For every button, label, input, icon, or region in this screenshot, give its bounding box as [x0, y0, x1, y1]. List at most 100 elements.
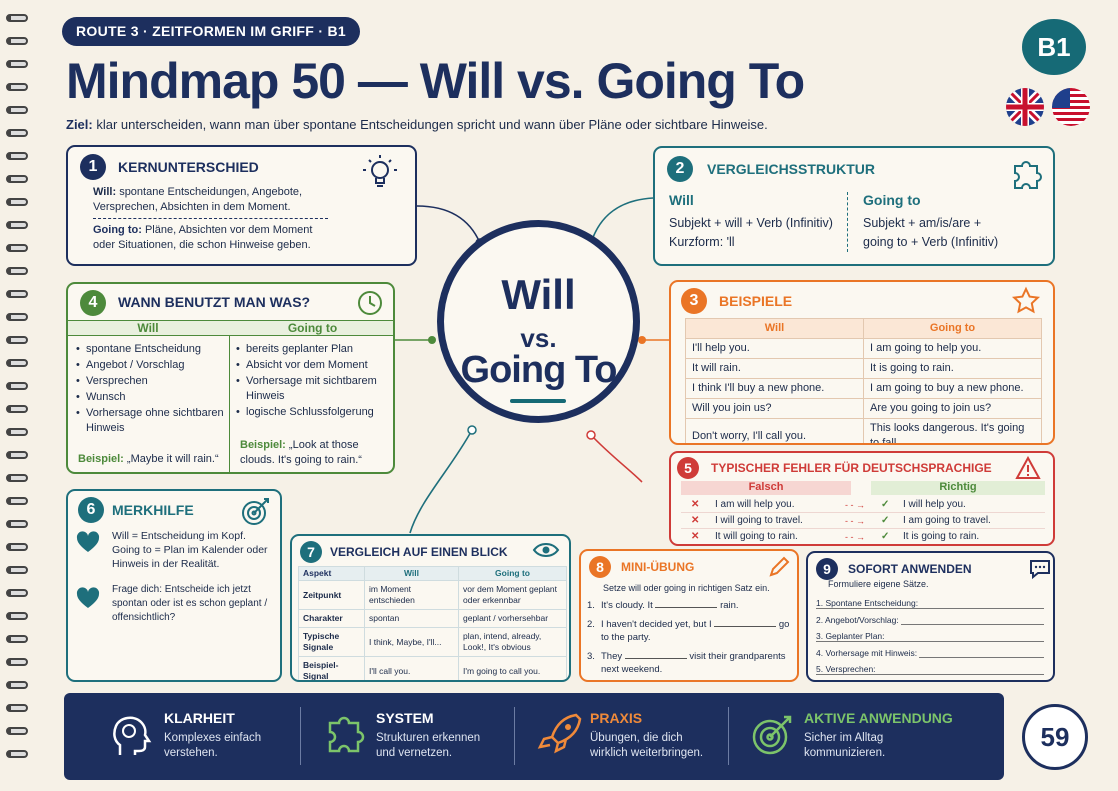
- will-example: I think I'll buy a new phone.: [685, 378, 864, 399]
- apply-items: 1. Spontane Entscheidung:2. Angebot/Vors…: [816, 595, 1052, 678]
- comparison-cell: Zeitpunkt: [298, 580, 365, 610]
- answer-blank[interactable]: [655, 607, 718, 608]
- going-structure-line2: going to + Verb (Infinitiv): [863, 235, 999, 249]
- head-right: Richtig: [871, 481, 1045, 495]
- section-title: SOFORT ANWENDEN: [848, 562, 972, 576]
- will-structure: Subjekt + will + Verb (Infinitiv) Kurzfo…: [669, 214, 833, 252]
- bullet: •: [76, 375, 80, 387]
- section-typische-fehler: 5 TYPISCHER FEHLER FÜR DEUTSCHSPRACHIGE …: [669, 451, 1055, 546]
- will-structure-line1: Subjekt + will + Verb (Infinitiv): [669, 216, 833, 230]
- comparison-head-cell: Going to: [458, 566, 567, 581]
- bullet: •: [76, 407, 80, 419]
- binding-ring: [6, 382, 28, 390]
- right-sentence: I will help you.: [903, 499, 966, 510]
- going-usage-list: •bereits geplanter Plan•Absicht vor dem …: [236, 342, 386, 421]
- exercise-number: 1.: [587, 600, 595, 611]
- footer-item-title: AKTIVE ANWENDUNG: [804, 710, 953, 726]
- section-number: 5: [677, 457, 699, 479]
- apply-item: 5. Versprechen:: [816, 661, 1052, 678]
- binding-ring: [6, 497, 28, 505]
- clock-icon: [358, 291, 382, 315]
- section-merkhilfe: 6 MERKHILFE Will = Entscheidung im Kopf.…: [66, 489, 282, 682]
- section-title: WANN BENUTZT MAN WAS?: [118, 294, 311, 310]
- going-example-text: „Look at those clouds. It's going to rai…: [240, 439, 362, 466]
- star-icon: [1011, 286, 1041, 314]
- comparison-head-cell: Aspekt: [298, 566, 365, 581]
- memory-tip: Will = Entscheidung im Kopf. Going to = …: [112, 530, 268, 570]
- right-sentence: It is going to rain.: [903, 531, 980, 542]
- binding-ring: [6, 267, 28, 275]
- binding-ring: [6, 405, 28, 413]
- target-icon: [242, 498, 269, 525]
- binding-ring: [6, 658, 28, 666]
- section-number: 6: [78, 497, 104, 523]
- apply-label: 5. Versprechen:: [816, 664, 878, 674]
- exercise-text-before: It's cloudy. It: [601, 600, 653, 611]
- binding-ring: [6, 175, 28, 183]
- page-title: Mindmap 50 — Will vs. Going To: [66, 53, 805, 109]
- error-row: ✕It will going to rain.- - →✓It is going…: [681, 529, 1045, 544]
- binding-ring: [6, 635, 28, 643]
- answer-line[interactable]: [816, 640, 1044, 642]
- center-line1: Will: [501, 271, 576, 318]
- comparison-head-cell: Will: [364, 566, 459, 581]
- section-title: VERGLEICHSSTRUKTUR: [707, 161, 876, 177]
- error-row: ✕I will going to travel.- - →✓I am going…: [681, 513, 1045, 529]
- going-example: Beispiel: „Look at those clouds. It's go…: [240, 438, 390, 468]
- binding-ring: [6, 83, 28, 91]
- section-title: MERKHILFE: [112, 502, 194, 518]
- target-icon: [750, 711, 798, 759]
- answer-blank[interactable]: [624, 658, 687, 659]
- rocket-icon: [536, 711, 584, 759]
- section-title: KERNUNTERSCHIED: [118, 159, 259, 175]
- section-title: BEISPIELE: [719, 293, 793, 309]
- examples-table: Will Going to I'll help you.I am going t…: [685, 318, 1042, 443]
- binding-ring: [6, 727, 28, 735]
- answer-line[interactable]: [816, 673, 1044, 675]
- comparison-cell: Typische Signale: [298, 627, 365, 657]
- goal-text: klar unterscheiden, wann man über sponta…: [96, 117, 768, 132]
- wrong-sentence: I will going to travel.: [715, 515, 803, 526]
- answer-blank[interactable]: [714, 626, 777, 627]
- exercise-number: 3.: [587, 651, 595, 662]
- pencil-icon: [769, 556, 790, 577]
- head-going: Going to: [287, 321, 338, 335]
- warning-icon: [1015, 456, 1041, 479]
- exercise-item: 3.They visit their grandparents next wee…: [587, 650, 793, 676]
- comparison-cell: im Moment entschieden: [364, 580, 459, 610]
- check-icon: ✓: [881, 515, 890, 526]
- answer-line[interactable]: [816, 657, 1044, 658]
- section-title: VERGLEICH AUF EINEN BLICK: [330, 545, 508, 559]
- exercise-instruction: Setze will oder going in richtigen Satz …: [603, 583, 770, 593]
- usage-item: •logische Schlussfolgerung: [236, 406, 374, 418]
- answer-line[interactable]: [816, 607, 1044, 609]
- binding-ring: [6, 60, 28, 68]
- comparison-cell: spontan: [364, 609, 459, 628]
- footer-divider: [728, 707, 729, 765]
- divider: [93, 218, 328, 219]
- section-title: TYPISCHER FEHLER FÜR DEUTSCHSPRACHIGE: [711, 461, 992, 475]
- will-text: spontane Entscheidungen, Angebote, Versp…: [93, 186, 303, 213]
- footer-item-title: PRAXIS: [590, 710, 643, 726]
- check-icon: ✓: [881, 499, 890, 510]
- binding-ring: [6, 106, 28, 114]
- usage-item: •bereits geplanter Plan: [236, 343, 354, 355]
- binding-ring: [6, 612, 28, 620]
- arrow-icon: - - →: [845, 516, 865, 526]
- check-icon: ✓: [881, 531, 890, 542]
- bullet: •: [76, 343, 80, 355]
- head-going: Going to: [863, 318, 1042, 339]
- going-example: Are you going to join us?: [863, 398, 1042, 419]
- exercise-text-after: visit their grandparents next weekend.: [601, 651, 786, 675]
- answer-line[interactable]: [816, 624, 1044, 625]
- footer-item-desc: Strukturen erkennen und vernetzen.: [376, 732, 481, 759]
- will-definition: Will: spontane Entscheidungen, Angebote,…: [93, 185, 323, 215]
- footer-item-desc: Sicher im Alltag kommunizieren.: [804, 732, 886, 759]
- footer-item-desc: Übungen, die dich wirklich weiterbringen…: [590, 732, 704, 759]
- wrong-sentence: I am will help you.: [715, 499, 795, 510]
- head-will: Will: [685, 318, 864, 339]
- usage-item: •Angebot / Vorschlag: [76, 359, 185, 371]
